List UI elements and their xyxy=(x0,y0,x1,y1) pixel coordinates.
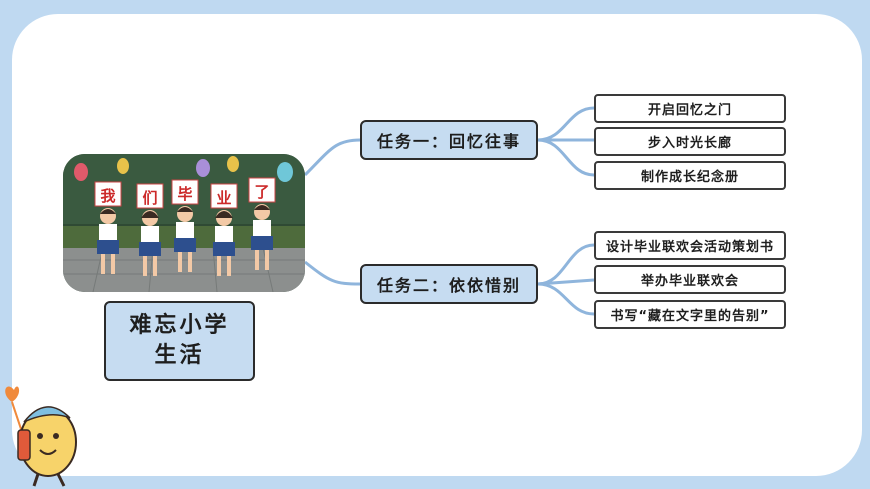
connector-photo-task1 xyxy=(303,138,361,177)
task-1-item-2: 步入时光长廊 xyxy=(594,127,786,156)
connector-task2-item3 xyxy=(537,282,595,316)
sign-char-3: 毕 xyxy=(177,185,192,203)
sign-char-4: 业 xyxy=(216,189,231,207)
connector-photo-task2 xyxy=(304,260,361,286)
sign-char-1: 我 xyxy=(100,187,115,205)
task-2-item-3: 书写“藏在文字里的告别” xyxy=(594,300,786,329)
task-2-item-1: 设计毕业联欢会活动策划书 xyxy=(594,231,786,260)
graduation-photo: 我 们 毕 业 了 xyxy=(63,154,305,292)
sign-char-2: 们 xyxy=(142,189,157,207)
connector-task2-item1 xyxy=(537,243,595,286)
connector-task1-item1 xyxy=(537,106,595,142)
topic-title-box: 难忘小学 生活 xyxy=(104,301,255,381)
topic-title-line1: 难忘小学 xyxy=(129,313,230,338)
topic-title-line2: 生活 xyxy=(154,343,205,368)
task-2-item-2: 举办毕业联欢会 xyxy=(594,265,786,294)
task-1-item-3: 制作成长纪念册 xyxy=(594,161,786,190)
connector-task1-item3 xyxy=(537,138,595,177)
task-1-item-1: 开启回忆之门 xyxy=(594,94,786,123)
egg-mascot-icon xyxy=(5,386,77,487)
task-2-box: 任务二：依依惜别 xyxy=(360,264,538,304)
sign-char-5: 了 xyxy=(254,183,269,201)
connector-task2-item2 xyxy=(537,278,595,286)
task-1-box: 任务一：回忆往事 xyxy=(360,120,538,160)
